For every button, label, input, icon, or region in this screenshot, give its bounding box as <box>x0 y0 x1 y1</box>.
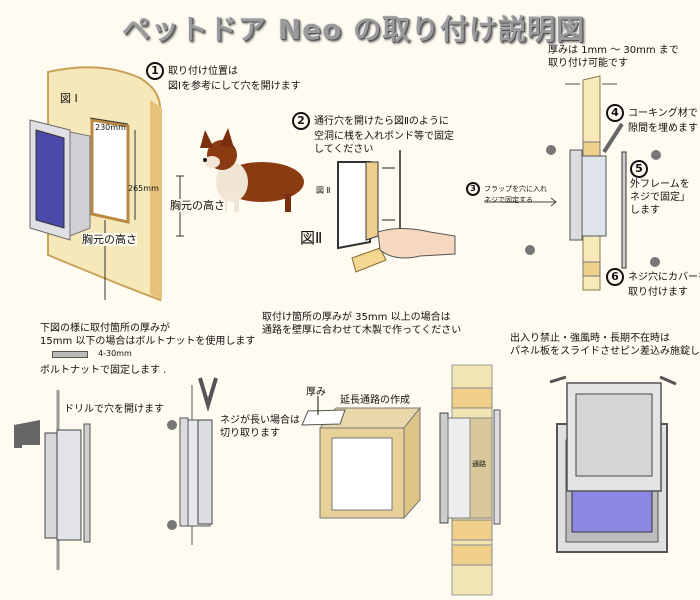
step2-line3: してください <box>314 144 374 155</box>
bolt-line2: 15mm 以下の場合はボルトナットを使用します <box>40 336 256 347</box>
step6-line1: ネジ穴にカバーを <box>628 272 700 283</box>
thickness-line1: 厚みは 1mm ～ 30mm まで <box>548 45 679 56</box>
drill-text: ドリルで穴を開けます <box>64 404 164 415</box>
bolt-size: 4-30mm <box>98 349 132 358</box>
step4-text: 4 コーキング材で 隙間を埋めます <box>606 104 698 135</box>
step6-text: 6 ネジ穴にカバーを 取り付けます <box>606 268 700 299</box>
step5-line3: します <box>630 205 660 216</box>
thickness-line2: 取り付け可能です <box>548 58 628 69</box>
bolt-line1: 下図の様に取付箇所の厚みが <box>40 323 170 334</box>
fig-passage-section <box>439 364 501 596</box>
fig1-height-dim: 265mm <box>128 184 159 193</box>
extension-title: 延長通路の作成 <box>340 395 410 406</box>
fig-locked-door <box>549 375 677 553</box>
step6-number: 6 <box>606 268 624 286</box>
fig2-small-label: 図 Ⅱ <box>316 186 331 195</box>
cut-text: ネジが長い場合は 切り取ります <box>220 414 300 440</box>
fig1-chest-label: 胸元の高さ <box>82 233 137 246</box>
step4-line1: コーキング材で <box>628 108 698 119</box>
fig2-large-label: 図Ⅱ <box>300 229 323 247</box>
step3-line1: フラップを穴に入れ <box>484 185 547 193</box>
step5-text: 5 外フレームを ネジで固定」 します <box>630 160 690 217</box>
dog-illustration <box>176 128 304 237</box>
fig-cut-section <box>167 377 218 545</box>
step1-number: 1 <box>146 62 164 80</box>
thick-wall-line1: 取付け箇所の厚みが 35mm 以上の場合は <box>262 312 451 323</box>
step3-line2: ネジで固定する <box>484 196 533 204</box>
thick-wall-line2: 通路を壁厚に合わせて木製で作ってください <box>262 325 462 336</box>
page-title: ペットドア Neo の取り付け説明図 <box>122 13 586 46</box>
dog-chest-label: 胸元の高さ <box>170 199 225 212</box>
step1-line2: 図Ⅰを参考にして穴を開けます <box>168 81 301 92</box>
step1-text: 1 取り付け位置は 図Ⅰを参考にして穴を開けます <box>146 62 301 93</box>
thick-wall-note: 取付け箇所の厚みが 35mm 以上の場合は 通路を壁厚に合わせて木製で作ってくだ… <box>262 311 461 337</box>
step2-text: 2 通行穴を開けたら図Ⅱのように 空洞に桟を入れボンド等で固定 してください <box>292 112 454 156</box>
step2-line2: 空洞に桟を入れボンド等で固定 <box>314 131 454 142</box>
step3-text: 3 フラップを穴に入れ ネジで固定する <box>466 182 547 205</box>
fig-drill-section <box>14 390 91 570</box>
step2-number: 2 <box>292 112 310 130</box>
cut-line1: ネジが長い場合は <box>220 415 300 426</box>
step5-line2: ネジで固定」 <box>630 192 690 203</box>
step5-line1: 外フレームを <box>630 179 690 190</box>
step4-number: 4 <box>606 104 624 122</box>
thickness-note: 厚みは 1mm ～ 30mm まで 取り付け可能です <box>548 44 679 70</box>
lock-note: 出入り禁止・強風時・長期不在時は パネル板をスライドさせピン差込み施錠します <box>510 332 700 358</box>
bolt-icon <box>52 351 88 358</box>
lock-line1: 出入り禁止・強風時・長期不在時は <box>510 333 670 344</box>
fig1-label: 図 Ⅰ <box>60 92 78 105</box>
step5-number: 5 <box>630 160 648 178</box>
extension-thickness-label: 厚み <box>306 387 326 398</box>
step3-number: 3 <box>466 182 480 196</box>
passage-label: 通路 <box>472 460 486 468</box>
lock-line2: パネル板をスライドさせピン差込み施錠します <box>510 346 700 357</box>
fig1-width-dim: 230mm <box>95 123 126 132</box>
fig-extension-box <box>301 396 422 520</box>
step2-line1: 通行穴を開けたら図Ⅱのように <box>314 116 449 127</box>
step1-line1: 取り付け位置は <box>168 66 238 77</box>
fig1-pet-door <box>29 119 91 241</box>
bolt-line3: ボルトナットで固定します . <box>40 365 167 376</box>
fig-install-section <box>525 75 661 291</box>
bolt-note: 下図の様に取付箇所の厚みが 15mm 以下の場合はボルトナットを使用します <box>40 322 255 348</box>
step4-line2: 隙間を埋めます <box>628 123 698 134</box>
cut-line2: 切り取ります <box>220 428 280 439</box>
step6-line2: 取り付けます <box>628 287 688 298</box>
fig2-frame <box>337 150 456 273</box>
